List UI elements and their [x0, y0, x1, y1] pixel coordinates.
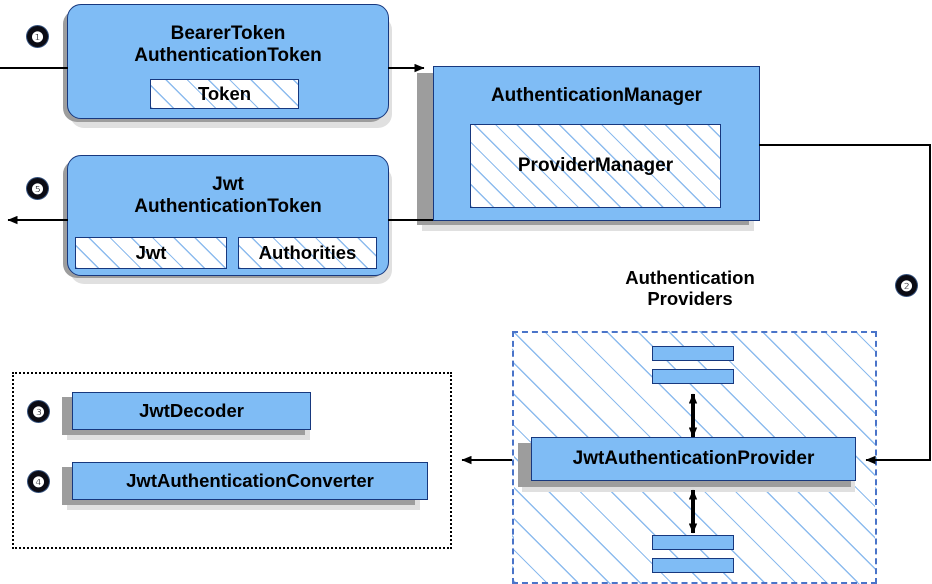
authentication-providers-label-line1: Authentication	[625, 267, 755, 288]
authentication-providers-label: Authentication Providers	[588, 267, 792, 309]
badge-step-1: ❶	[27, 26, 48, 47]
provider-stub-bar-top-2	[652, 369, 734, 384]
authentication-manager-title: AuthenticationManager	[490, 85, 703, 106]
jwt-token-title-line1: Jwt	[212, 174, 244, 196]
provider-stub-bar-bottom-2	[652, 558, 734, 573]
node-jwt-authentication-provider[interactable]: JwtAuthenticationProvider	[531, 437, 856, 481]
jwt-authentication-provider-title: JwtAuthenticationProvider	[572, 448, 815, 470]
provider-stub-bar-bottom-1	[652, 535, 734, 550]
bearer-token-inner-token: Token	[150, 79, 299, 109]
badge-step-3: ❸	[28, 401, 49, 422]
jwt-decoder-title: JwtDecoder	[139, 399, 244, 421]
jwt-token-inner-authorities: Authorities	[238, 237, 377, 269]
badge-step-5: ❺	[27, 178, 48, 199]
authentication-providers-label-line2: Providers	[647, 287, 733, 309]
jwt-token-inner-jwt: Jwt	[75, 237, 227, 269]
provider-stub-bar-top-1	[652, 346, 734, 361]
bearer-token-title-line2: AuthenticationToken	[134, 44, 322, 66]
badge-step-4: ❹	[28, 471, 49, 492]
jwt-support-group	[12, 372, 452, 549]
bearer-token-title-line1: BearerToken	[170, 23, 286, 45]
node-jwt-authentication-converter[interactable]: JwtAuthenticationConverter	[72, 462, 428, 500]
node-jwt-decoder[interactable]: JwtDecoder	[72, 392, 311, 430]
jwt-token-title-line2: AuthenticationToken	[134, 195, 322, 217]
authentication-manager-inner-provider-manager: ProviderManager	[470, 124, 721, 208]
jwt-authentication-converter-title: JwtAuthenticationConverter	[126, 469, 374, 491]
badge-step-2: ❷	[896, 275, 917, 296]
